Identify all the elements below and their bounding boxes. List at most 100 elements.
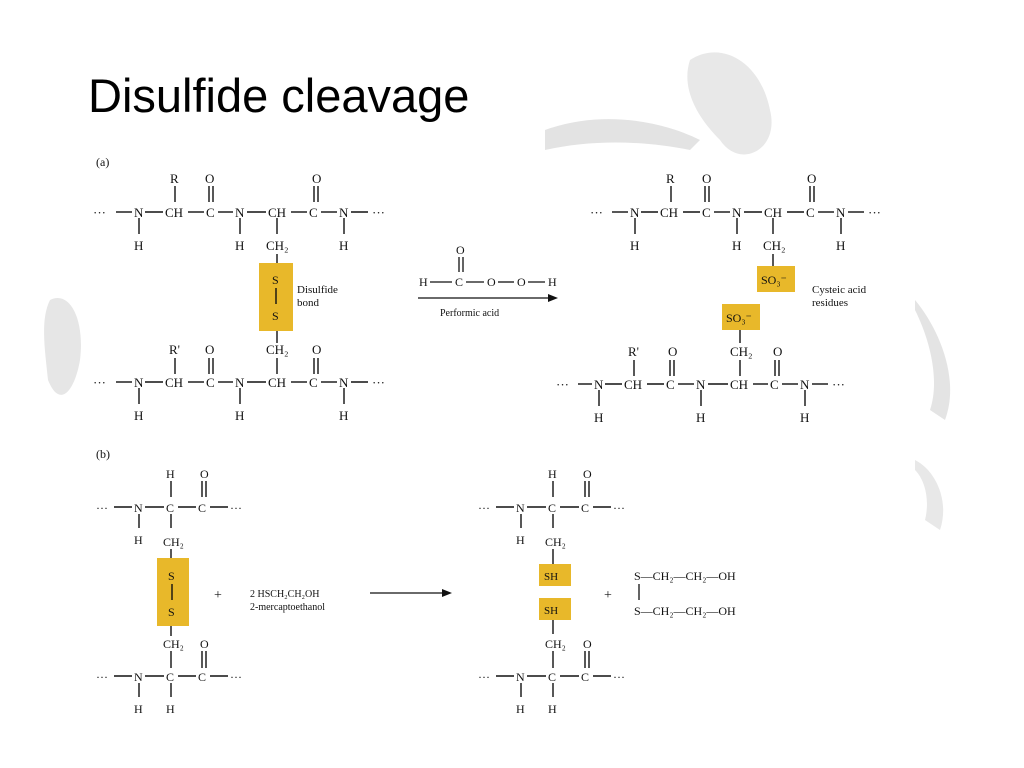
atom-CH2: CH₂ <box>266 238 289 253</box>
atom-O: O <box>517 275 526 289</box>
atom-CH: CH <box>268 205 286 220</box>
atom-N: N <box>339 375 349 390</box>
chain-dots: ··· <box>478 670 490 684</box>
atom-N: N <box>134 501 143 515</box>
atom-C: C <box>206 205 215 220</box>
atom-H: H <box>235 238 244 253</box>
atom-O: O <box>200 467 209 481</box>
atom-C: C <box>666 377 675 392</box>
atom-C: C <box>581 501 589 515</box>
chain-dots: ··· <box>478 501 490 515</box>
panel-a-label: (a) <box>96 155 109 169</box>
atom-O: O <box>583 467 592 481</box>
atom-N: N <box>732 205 742 220</box>
atom-N: N <box>800 377 810 392</box>
atom-H: H <box>134 702 143 716</box>
chain-dots: ··· <box>93 205 106 220</box>
atom-O: O <box>456 243 465 257</box>
atom-C: C <box>806 205 815 220</box>
atom-H: H <box>235 408 244 423</box>
atom-CH: CH <box>660 205 678 220</box>
atom-H: H <box>134 533 143 547</box>
atom-N: N <box>836 205 846 220</box>
reactant-b: H O ··· N C C ··· H CH₂ <box>96 467 242 558</box>
atom-O: O <box>312 171 321 186</box>
atom-H: H <box>166 702 175 716</box>
atom-CH: CH <box>764 205 782 220</box>
disulfide-label-2: bond <box>297 297 320 309</box>
atom-C: C <box>198 501 206 515</box>
performic-acid-reagent: O H C O O H <box>419 243 557 289</box>
atom-N: N <box>516 501 525 515</box>
atom-C: C <box>770 377 779 392</box>
atom-H: H <box>516 533 525 547</box>
atom-CH2: CH₂ <box>545 535 566 549</box>
so3-highlight-top <box>757 266 795 292</box>
atom-H: H <box>166 467 175 481</box>
plus-sign: + <box>604 588 612 603</box>
product-b-bottom: CH₂ O ··· N C C ··· H H <box>478 637 625 716</box>
chain-dots: ··· <box>868 205 881 220</box>
atom-H: H <box>134 238 143 253</box>
atom-S: S <box>272 309 279 323</box>
atom-H: H <box>419 275 428 289</box>
chain-dots: ··· <box>832 377 845 392</box>
atom-H: H <box>594 410 603 425</box>
reactant-top-chain: ··· N CH C N CH C N ··· R O O <box>93 171 385 253</box>
atom-O: O <box>200 637 209 651</box>
so3-highlight-bottom <box>722 304 760 330</box>
sh-highlight-bottom <box>539 598 571 620</box>
atom-H: H <box>339 238 348 253</box>
chain-dots: ··· <box>556 377 569 392</box>
product-top-chain: ··· N CH C N CH C N ··· R O O <box>590 171 881 266</box>
atom-CH: CH <box>730 377 748 392</box>
atom-N: N <box>696 377 706 392</box>
atom-N: N <box>134 205 144 220</box>
chain-dots: ··· <box>372 205 385 220</box>
chain-dots: ··· <box>230 670 242 684</box>
atom-H: H <box>548 467 557 481</box>
atom-H: H <box>800 410 809 425</box>
plus-sign: + <box>214 588 222 603</box>
chain-dots: ··· <box>93 375 106 390</box>
chain-dots: ··· <box>372 375 385 390</box>
performic-acid-name: Performic acid <box>440 308 499 319</box>
atom-C: C <box>455 275 463 289</box>
atom-C: C <box>548 670 556 684</box>
thiol-bottom: SH <box>544 605 558 617</box>
atom-C: C <box>166 670 174 684</box>
atom-S: S <box>272 273 279 287</box>
atom-H: H <box>548 702 557 716</box>
atom-CH2: CH₂ <box>266 342 289 357</box>
atom-C: C <box>309 205 318 220</box>
atom-C: C <box>702 205 711 220</box>
chain-dots: ··· <box>96 501 108 515</box>
disulfide-highlight-b <box>157 558 189 626</box>
atom-H: H <box>630 238 639 253</box>
atom-C: C <box>309 375 318 390</box>
atom-CH2: CH₂ <box>163 637 184 651</box>
atom-N: N <box>134 670 143 684</box>
atom-C: C <box>198 670 206 684</box>
atom-O: O <box>312 342 321 357</box>
product-bottom-chain: CH₂ O R' O ··· N CH C N CH C N <box>556 344 845 425</box>
atom-N: N <box>235 205 245 220</box>
chain-dots: ··· <box>613 501 625 515</box>
atom-CH: CH <box>165 205 183 220</box>
chain-dots: ··· <box>96 670 108 684</box>
chain-dots: ··· <box>590 205 603 220</box>
atom-H: H <box>836 238 845 253</box>
atom-R: R <box>666 171 675 186</box>
oxidized-mercaptoethanol-top: S—CH₂—CH₂—OH <box>634 569 736 583</box>
chain-dots: ··· <box>613 670 625 684</box>
sulfonate-bottom: SO₃⁻ <box>726 311 752 325</box>
atom-H: H <box>516 702 525 716</box>
atom-R: R <box>170 171 179 186</box>
atom-H: H <box>548 275 557 289</box>
atom-O: O <box>205 342 214 357</box>
atom-CH: CH <box>165 375 183 390</box>
atom-N: N <box>630 205 640 220</box>
